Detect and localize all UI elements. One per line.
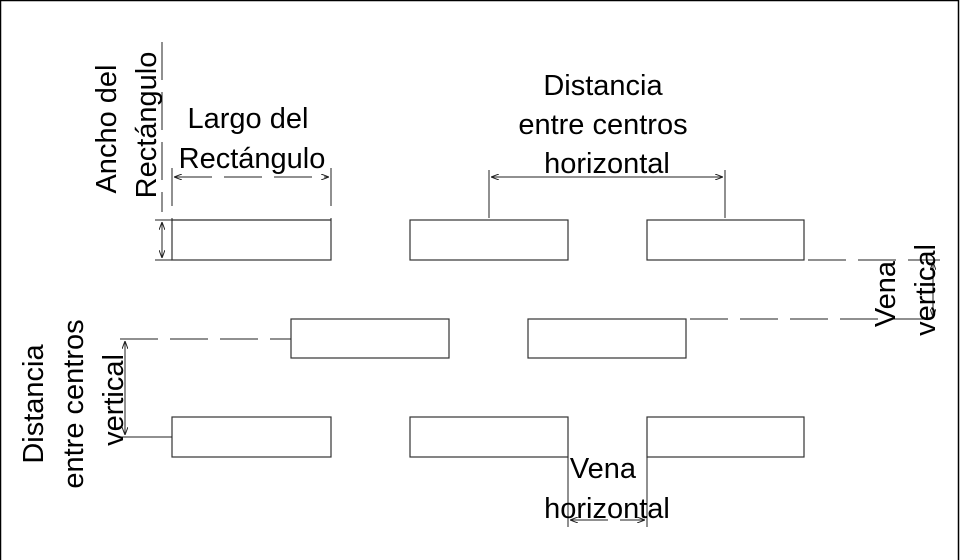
rectangles [171, 219, 805, 458]
label-ancho: Ancho del Rectángulo [91, 52, 163, 199]
label-vena-h-line2: horizontal [544, 493, 670, 525]
label-vena-h-line1: Vena [570, 453, 637, 485]
dimension-vena-horizontal [567, 457, 648, 527]
label-largo-line2: Rectángulo [179, 143, 326, 175]
dimension-distancia-vertical [120, 338, 291, 438]
rectangle-r1-c3 [646, 219, 805, 261]
rectangle-r3-c3 [646, 416, 805, 458]
label-largo-line1: Largo del [188, 103, 309, 135]
label-dist-h-line2: entre centros [518, 109, 687, 141]
rectangle-r2-c2 [527, 318, 687, 359]
label-dist-h-line3: horizontal [544, 148, 670, 180]
dimension-vena-vertical [690, 259, 940, 320]
label-ancho-line1: Ancho del [91, 65, 123, 194]
label-vena-v-line1: Vena [870, 260, 902, 327]
dimension-largo [171, 168, 332, 220]
label-distancia-horizontal: Distancia entre centros horizontal [518, 70, 695, 180]
rectangle-r3-c2 [409, 416, 569, 458]
dimension-distancia-horizontal [488, 170, 726, 218]
label-vena-v-line2: vertical [910, 244, 942, 336]
rectangle-r1-c1 [171, 219, 332, 261]
label-vena-vertical: Vena vertical [870, 244, 942, 336]
label-dist-h-line1: Distancia [543, 70, 663, 102]
label-vena-horizontal: Vena horizontal [544, 453, 670, 525]
label-dist-v-line2: entre centros [58, 319, 90, 488]
rectangle-r3-c1 [171, 416, 332, 458]
label-largo: Largo del Rectángulo [179, 103, 326, 175]
label-dist-v-line1: Distancia [18, 344, 50, 464]
label-dist-v-line3: vertical [98, 354, 130, 446]
label-distancia-vertical: Distancia entre centros vertical [18, 311, 130, 488]
rectangle-r1-c2 [409, 219, 569, 261]
label-ancho-line2: Rectángulo [131, 52, 163, 199]
dimension-ancho [155, 42, 331, 261]
rectangle-r2-c1 [290, 318, 450, 359]
